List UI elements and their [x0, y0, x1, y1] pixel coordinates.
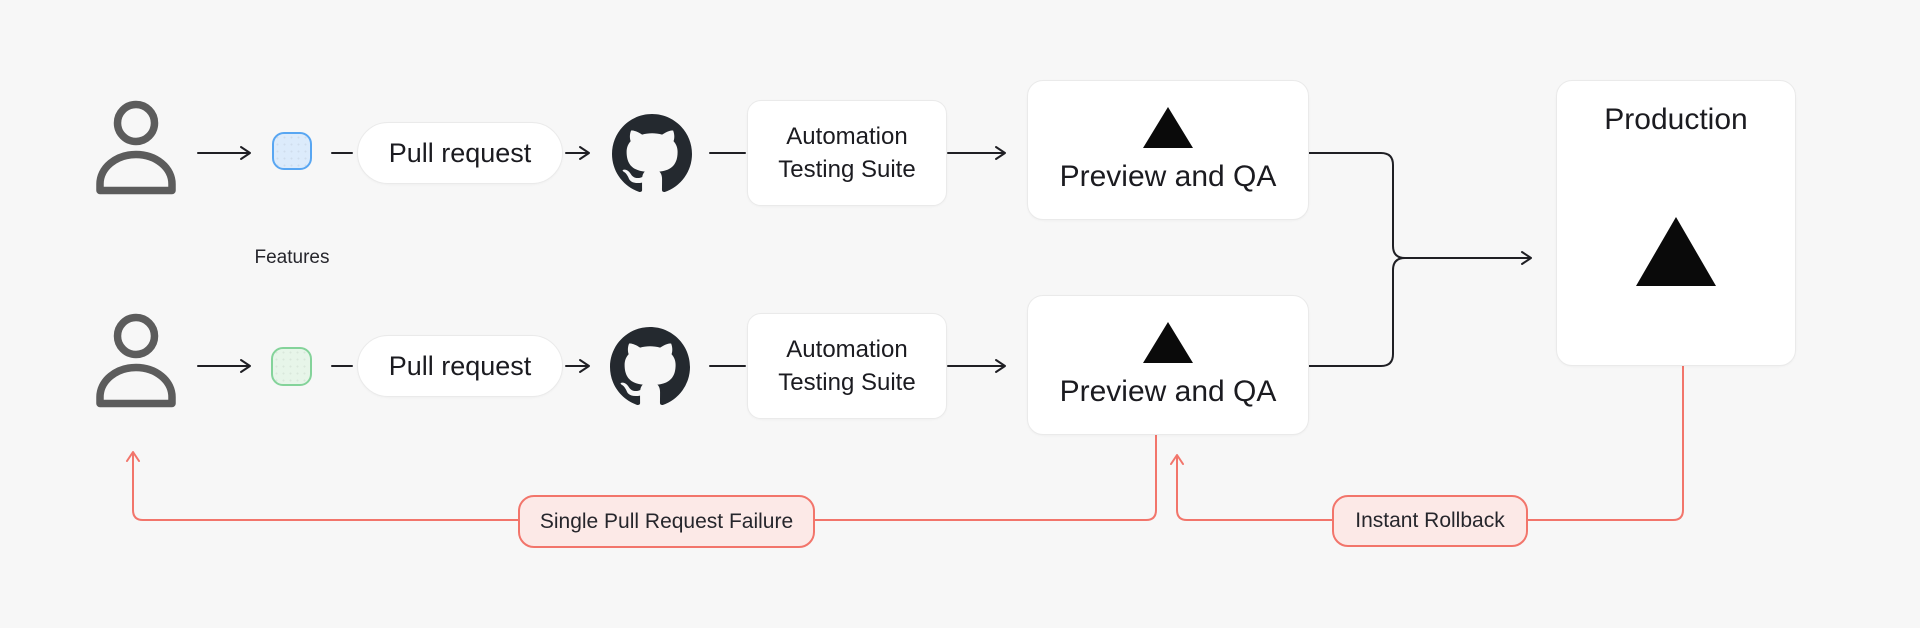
- wire-preview2-merge: [1308, 257, 1406, 367]
- features-label: Features: [254, 247, 330, 268]
- production-label: Production: [1604, 103, 1748, 136]
- wire-ats1-to-preview: [947, 146, 1006, 160]
- github-icon: [610, 327, 690, 406]
- single-pr-failure-pill: Single Pull Request Failure: [518, 495, 815, 548]
- automation-testing-label: Automation Testing Suite: [778, 335, 916, 396]
- instant-rollback-label: Instant Rollback: [1355, 509, 1505, 532]
- automation-testing-label: Automation Testing Suite: [778, 122, 916, 183]
- github-icon: [612, 114, 692, 193]
- wire-preview1-merge: [1308, 152, 1406, 259]
- branch-node-green: [271, 347, 312, 386]
- instant-rollback-pill: Instant Rollback: [1332, 495, 1528, 547]
- wire-pr2-to-github: [565, 359, 590, 373]
- branch-node-blue: [272, 132, 312, 170]
- pull-request-pill: Pull request: [357, 335, 563, 397]
- wire-ats2-to-preview: [947, 359, 1006, 373]
- wire-merge-to-production: [1404, 251, 1532, 265]
- production-box: Production: [1556, 80, 1796, 366]
- vercel-triangle-icon: [1143, 106, 1193, 148]
- preview-qa-label: Preview and QA: [1059, 159, 1277, 193]
- pull-request-label: Pull request: [388, 350, 532, 381]
- wire-person1-to-branch: [197, 146, 251, 160]
- wire-pr1-to-github: [565, 146, 590, 160]
- automation-testing-box: Automation Testing Suite: [747, 313, 947, 419]
- automation-testing-box: Automation Testing Suite: [747, 100, 947, 206]
- person-icon: [96, 313, 176, 408]
- wire-person2-to-branch: [197, 359, 251, 373]
- single-pr-failure-label: Single Pull Request Failure: [539, 509, 794, 533]
- production-triangle-wrap: [1636, 137, 1716, 365]
- person-icon: [96, 100, 176, 195]
- vercel-triangle-icon: [1143, 321, 1193, 363]
- vercel-triangle-icon: [1636, 216, 1716, 286]
- pull-request-label: Pull request: [388, 137, 532, 168]
- preview-qa-box: Preview and QA: [1027, 295, 1309, 435]
- preview-qa-box: Preview and QA: [1027, 80, 1309, 220]
- pull-request-pill: Pull request: [357, 122, 563, 184]
- preview-qa-label: Preview and QA: [1059, 374, 1277, 408]
